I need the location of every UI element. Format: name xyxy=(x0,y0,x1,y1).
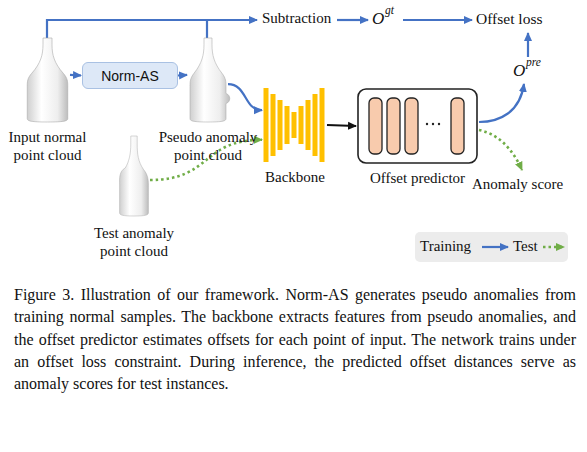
feature-bar xyxy=(313,94,318,156)
test-anomaly-cloud: Test anomaly point cloud xyxy=(118,136,150,216)
offset-predictor: Offset predictor xyxy=(357,88,478,164)
connector-arrow xyxy=(178,74,187,77)
feature-bar xyxy=(320,88,325,162)
predictor-layer xyxy=(369,98,382,154)
legend-test-arrow xyxy=(543,246,564,249)
box-label: Norm-AS xyxy=(101,68,159,84)
feature-bar xyxy=(292,112,297,138)
predictor-frame xyxy=(358,89,477,163)
feature-bar xyxy=(278,100,283,150)
process-box: Norm-AS xyxy=(82,62,178,89)
input-point-cloud-picture xyxy=(25,38,70,122)
ellipsis-dot xyxy=(438,123,440,125)
feature-bar xyxy=(299,106,304,144)
legend-label: Test xyxy=(513,238,538,255)
predictor-layer xyxy=(405,98,418,154)
node-label: Pseudo anomaly point cloud xyxy=(143,128,273,164)
free-label: pre xyxy=(526,56,541,68)
feature-bar xyxy=(271,94,276,156)
predictor-layer xyxy=(387,98,400,154)
ellipsis-dot xyxy=(432,123,434,125)
pseudo-anomaly-cloud: Pseudo anomaly point cloud xyxy=(188,38,228,122)
pseudo-anomaly-cloud-picture xyxy=(188,38,228,122)
connector-arrow xyxy=(70,74,81,77)
legend-training-arrow xyxy=(482,246,508,248)
figure-caption: Figure 3. Illustration of our framework.… xyxy=(14,284,576,395)
free-label: O xyxy=(513,61,525,81)
input-point-cloud: Input normal point cloud xyxy=(25,38,70,122)
node-label: Input normal point cloud xyxy=(0,128,103,164)
bottle-shape xyxy=(120,136,149,216)
predictor-layer xyxy=(451,98,464,154)
feature-bar xyxy=(264,88,269,162)
feature-bar xyxy=(306,100,311,150)
free-label: Offset loss xyxy=(476,10,542,28)
bottle-shape xyxy=(27,38,68,122)
offset-predictor-picture xyxy=(357,88,478,164)
connector-arrow xyxy=(327,125,356,126)
free-label: Subtraction xyxy=(262,10,331,27)
backbone-block-picture xyxy=(263,88,327,162)
legend-label: Training xyxy=(420,238,471,255)
connector-arrow xyxy=(228,84,262,110)
feature-bar xyxy=(285,106,290,144)
node-label: Backbone xyxy=(245,168,345,186)
node-label: Test anomaly point cloud xyxy=(84,224,184,260)
free-label: gt xyxy=(385,4,394,16)
legend-box xyxy=(415,232,568,262)
bottle-shape xyxy=(190,38,230,122)
node-label: Offset predictor xyxy=(348,169,488,187)
ellipsis-dot xyxy=(426,123,428,125)
backbone-block: Backbone xyxy=(263,88,327,162)
free-label: Anomaly score xyxy=(472,176,563,193)
test-anomaly-cloud-picture xyxy=(118,136,150,216)
free-label: O xyxy=(372,9,384,29)
test-output-line xyxy=(479,130,522,170)
